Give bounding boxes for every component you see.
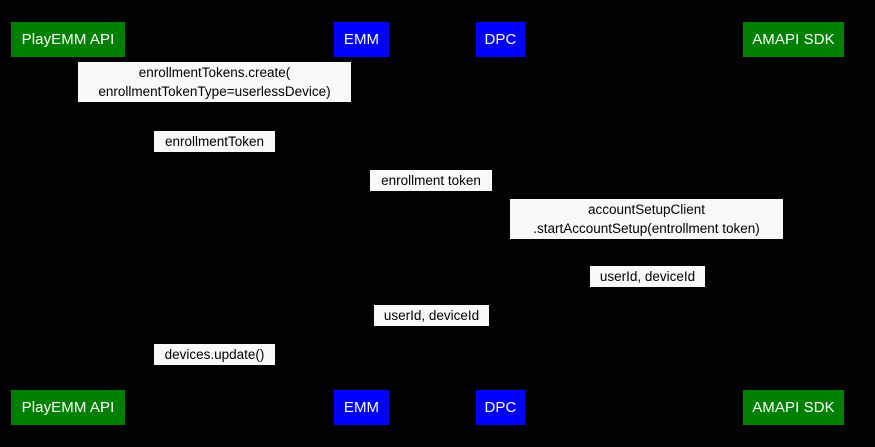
arrow-message-5 <box>500 287 793 288</box>
actor-top-amapi-sdk[interactable]: AMAPI SDK <box>743 22 844 57</box>
message-label-enrollment-tokens-create: enrollmentTokens.create( enrollmentToken… <box>78 62 351 102</box>
actor-label: EMM <box>343 31 380 48</box>
arrow-message-2 <box>68 152 361 153</box>
actor-top-playemm-api[interactable]: PlayEMM API <box>11 22 125 57</box>
message-label-devices-update: devices.update() <box>154 344 275 365</box>
actor-label: AMAPI SDK <box>752 399 835 416</box>
arrow-message-6 <box>361 326 500 327</box>
message-label-userid-deviceid-sdk: userId, deviceId <box>590 266 705 287</box>
lifeline-playemm <box>68 57 69 390</box>
arrow-message-1 <box>68 104 361 105</box>
lifeline-dpc <box>500 57 501 390</box>
message-label-enrollment-token-response: enrollmentToken <box>154 131 275 152</box>
lifeline-emm <box>361 57 362 390</box>
actor-label: PlayEMM API <box>21 31 115 48</box>
message-label-enrollment-token: enrollment token <box>370 170 492 191</box>
message-label-start-account-setup: accountSetupClient .startAccountSetup(en… <box>510 199 783 239</box>
lifeline-amapi <box>793 57 794 390</box>
actor-bottom-dpc[interactable]: DPC <box>476 390 525 425</box>
actor-label: DPC <box>484 399 517 416</box>
actor-bottom-playemm-api[interactable]: PlayEMM API <box>11 390 125 425</box>
actor-bottom-amapi-sdk[interactable]: AMAPI SDK <box>743 390 844 425</box>
actor-label: AMAPI SDK <box>752 31 835 48</box>
actor-label: PlayEMM API <box>21 399 115 416</box>
arrow-message-4 <box>500 241 793 242</box>
actor-label: DPC <box>484 31 517 48</box>
message-label-userid-deviceid-dpc: userId, deviceId <box>374 305 489 326</box>
actor-top-emm[interactable]: EMM <box>334 22 389 57</box>
actor-label: EMM <box>343 399 380 416</box>
actor-bottom-emm[interactable]: EMM <box>334 390 389 425</box>
actor-top-dpc[interactable]: DPC <box>476 22 525 57</box>
arrow-message-3 <box>361 191 500 192</box>
arrow-message-7 <box>68 365 361 366</box>
